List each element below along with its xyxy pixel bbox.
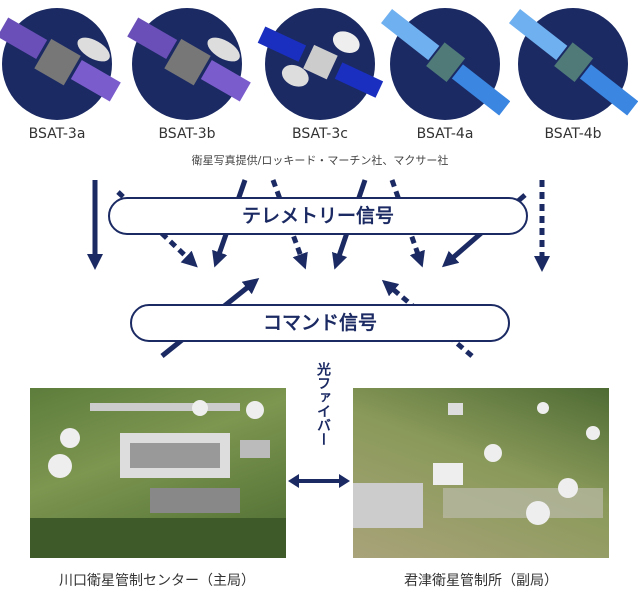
fiber-double-arrow — [288, 474, 350, 488]
satellite-image-bsat-3b — [127, 8, 251, 120]
satellite-label: BSAT-3c — [292, 126, 348, 142]
satellite-image-bsat-3c — [257, 8, 384, 120]
satellite-image-bsat-4a — [380, 8, 510, 120]
command-signal-label: コマンド信号 — [130, 304, 510, 342]
telemetry-signal-label: テレメトリー信号 — [108, 197, 528, 235]
satellite-label: BSAT-3b — [158, 126, 216, 142]
satellite-label: BSAT-3a — [28, 126, 86, 142]
photo-credit: 衛星写真提供/ロッキード・マーチン社、マクサー社 — [191, 154, 449, 167]
satellite-label: BSAT-4a — [416, 126, 474, 142]
satellite-image-bsat-3a — [0, 8, 121, 120]
station-caption-kimitsu: 君津衛星管制所（副局） — [404, 573, 558, 589]
kimitsu-station-photo — [353, 388, 609, 558]
satellite-label: BSAT-4b — [544, 126, 602, 142]
optical-fiber-label: 光ファイバー — [315, 362, 331, 446]
telemetry-arrow — [270, 179, 308, 270]
station-caption-kawaguchi: 川口衛星管制センター（主局） — [59, 573, 255, 589]
kawaguchi-station-photo — [30, 388, 286, 558]
satellite-image-bsat-4b — [508, 8, 638, 120]
